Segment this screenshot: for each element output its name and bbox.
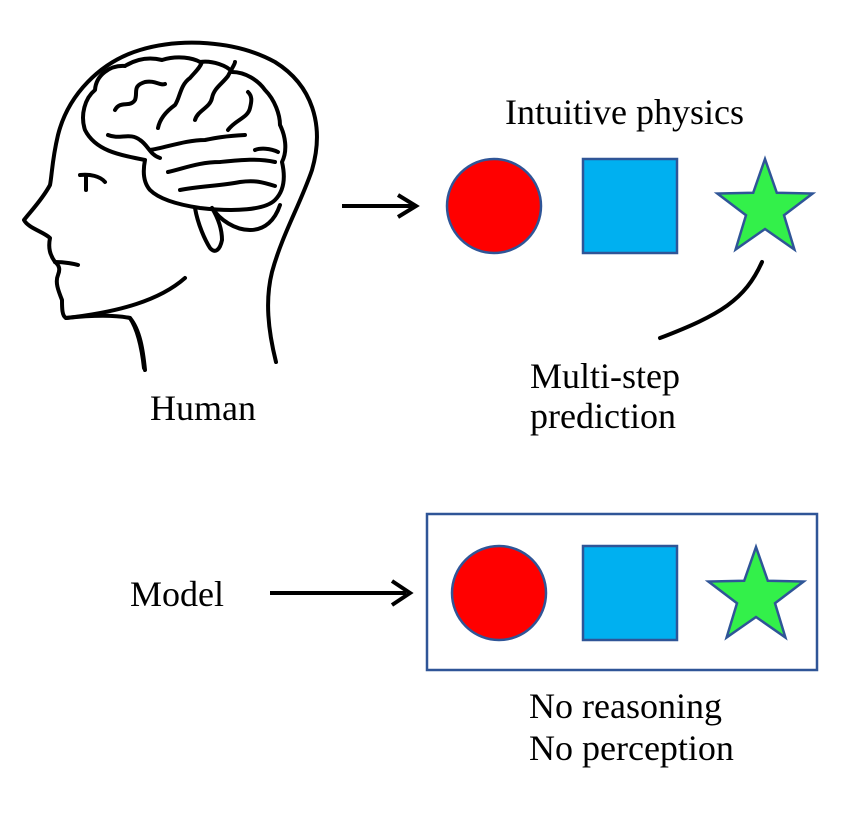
brainstem xyxy=(193,206,224,253)
head-outline xyxy=(22,40,319,370)
top-star-shape xyxy=(713,155,817,253)
human-arrow xyxy=(342,193,420,219)
prediction-label: prediction xyxy=(530,396,676,436)
top-circle-shape xyxy=(445,157,543,255)
human-label: Human xyxy=(150,388,256,428)
brain-outline xyxy=(81,55,288,212)
model-circle-shape xyxy=(450,544,548,642)
mouth xyxy=(53,260,80,267)
no-perception-caption: No perception xyxy=(529,728,734,768)
prediction-pointer-line xyxy=(658,260,764,340)
jaw-line xyxy=(64,276,187,320)
model-label: Model xyxy=(130,574,224,614)
model-star-shape xyxy=(704,543,808,641)
no-reasoning-caption: No reasoning xyxy=(529,686,722,726)
top-square-shape xyxy=(581,157,679,255)
intuitive-physics-title: Intuitive physics xyxy=(505,92,744,132)
model-square-shape xyxy=(581,544,679,642)
model-arrow xyxy=(270,579,414,607)
multi-step-label: Multi-step xyxy=(530,356,680,396)
head-with-brain-icon xyxy=(22,40,319,372)
cerebellum xyxy=(210,203,282,232)
neck-front xyxy=(128,316,147,372)
eye xyxy=(78,172,107,184)
